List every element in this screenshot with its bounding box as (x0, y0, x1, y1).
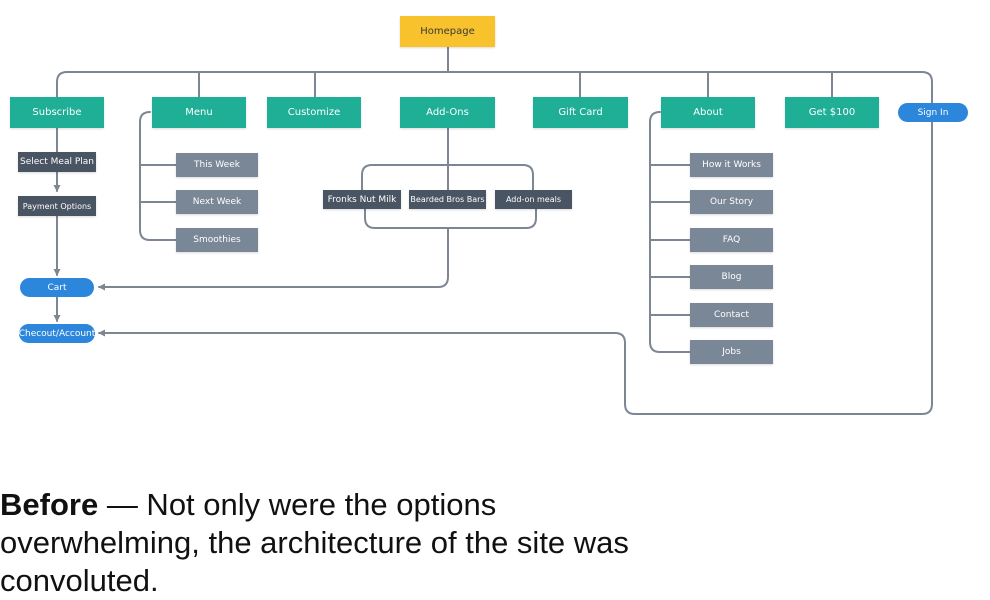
connector-lines (53, 46, 933, 415)
about-node: About (661, 97, 755, 128)
select-meal-plan-node: Select Meal Plan (18, 152, 96, 172)
contact-node: Contact (690, 303, 773, 327)
get-100-node: Get $100 (785, 97, 879, 128)
next-week-node: Next Week (176, 190, 258, 214)
caption-text: — Not only were the options overwhelming… (0, 487, 629, 598)
payment-options-node: Payment Options (18, 196, 96, 216)
caption-bold: Before (0, 487, 99, 522)
addon-meals-node: Add-on meals (495, 190, 572, 209)
jobs-node: Jobs (690, 340, 773, 364)
this-week-node: This Week (176, 153, 258, 177)
homepage-node: Homepage (400, 16, 495, 47)
gift-card-node: Gift Card (533, 97, 628, 128)
addons-node: Add-Ons (400, 97, 495, 128)
faq-node: FAQ (690, 228, 773, 252)
customize-node: Customize (267, 97, 361, 128)
smoothies-node: Smoothies (176, 228, 258, 252)
caption: Before — Not only were the options overw… (0, 486, 700, 600)
fronks-nut-milk-node: Fronks Nut Milk (323, 190, 401, 209)
subscribe-node: Subscribe (10, 97, 104, 128)
our-story-node: Our Story (690, 190, 773, 214)
bearded-bros-bars-node: Bearded Bros Bars (409, 190, 486, 209)
sign-in-node: Sign In (898, 103, 968, 122)
cart-node: Cart (20, 278, 94, 297)
menu-node: Menu (152, 97, 246, 128)
site-map-diagram: Homepage Subscribe Menu Customize Add-On… (10, 16, 968, 415)
blog-node: Blog (690, 265, 773, 289)
checkout-account-node: Checout/Account (19, 324, 95, 343)
how-it-works-node: How it Works (690, 153, 773, 177)
